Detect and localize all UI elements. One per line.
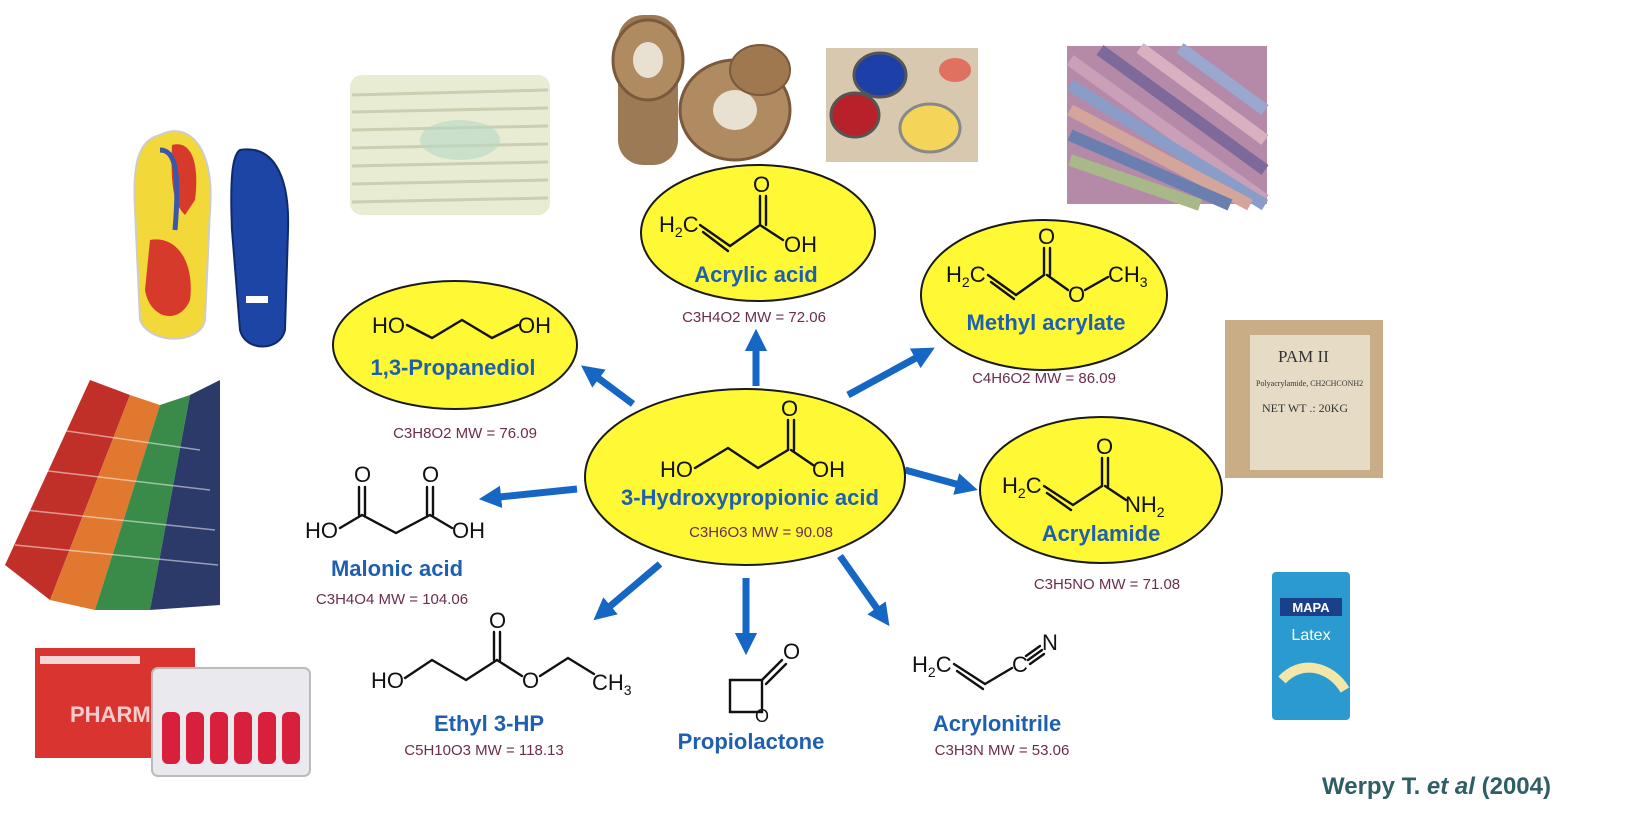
pam-bag-formula: Polyacrylamide, CH2CHCONH2 bbox=[1256, 379, 1363, 388]
arrow-to-malonic-acid bbox=[478, 485, 578, 508]
svg-text:C: C bbox=[1012, 652, 1028, 677]
svg-text:HO: HO bbox=[305, 518, 338, 543]
malonic-acid-mw: C3H4O4 MW = 104.06 bbox=[316, 591, 468, 608]
propiolactone-name: Propiolactone bbox=[678, 729, 825, 754]
arrow-to-acrylonitrile bbox=[837, 553, 890, 627]
center-name: 3-Hydroxypropionic acid bbox=[621, 485, 879, 510]
latex-box-label: Latex bbox=[1291, 627, 1330, 644]
svg-text:H2C: H2C bbox=[912, 652, 952, 680]
svg-text:OH: OH bbox=[784, 232, 817, 257]
acrylamide-ellipse bbox=[979, 416, 1223, 564]
paint-cans-image bbox=[826, 48, 978, 162]
acrylic-acid-name: Acrylic acid bbox=[694, 262, 818, 287]
tape-rolls-image bbox=[611, 15, 792, 165]
svg-text:O: O bbox=[753, 172, 770, 197]
acrylamide-mw: C3H5NO MW = 71.08 bbox=[1034, 576, 1180, 593]
svg-text:OH: OH bbox=[812, 457, 845, 482]
latex-box-brand: MAPA bbox=[1292, 600, 1330, 615]
citation: Werpy T. et al (2004) bbox=[1322, 773, 1551, 801]
svg-text:O: O bbox=[422, 462, 439, 487]
citation-etal: et al bbox=[1426, 773, 1475, 800]
svg-text:HO: HO bbox=[372, 313, 405, 338]
acrylonitrile-mw: C3H3N MW = 53.06 bbox=[935, 742, 1070, 759]
propanediol-name: 1,3-Propanediol bbox=[370, 355, 535, 380]
ethyl-3hp-mw: C5H10O3 MW = 118.13 bbox=[404, 742, 563, 759]
svg-text:CH3: CH3 bbox=[592, 670, 632, 698]
arrow-to-propanediol bbox=[581, 365, 636, 407]
center-mw: C3H6O3 MW = 90.08 bbox=[689, 524, 833, 541]
ampoules-image: PHARM bbox=[35, 648, 311, 777]
center-structure: HO O OH bbox=[660, 396, 845, 482]
acrylic-acid-mw: C3H4O2 MW = 72.06 bbox=[682, 309, 826, 326]
svg-text:O: O bbox=[781, 396, 798, 421]
propanediol-ellipse bbox=[332, 280, 578, 410]
latex-gloves-box-image: MAPA Latex bbox=[1272, 572, 1350, 720]
methyl-acrylate-name: Methyl acrylate bbox=[967, 310, 1126, 335]
acrylamide-structure: H2C O NH2 bbox=[1002, 434, 1165, 520]
svg-text:O: O bbox=[489, 608, 506, 633]
ampoule-box-watermark: PHARM bbox=[70, 702, 151, 727]
svg-text:O: O bbox=[755, 706, 769, 726]
acrylic-acid-ellipse bbox=[640, 164, 876, 302]
reaction-arrows bbox=[478, 328, 978, 656]
arrow-to-acrylamide bbox=[904, 466, 978, 495]
svg-text:H2C: H2C bbox=[1002, 473, 1042, 501]
acrylonitrile-name: Acrylonitrile bbox=[933, 711, 1061, 736]
svg-text:H2C: H2C bbox=[659, 212, 699, 240]
svg-text:O: O bbox=[783, 639, 800, 664]
arrow-to-ethyl-3hp bbox=[593, 561, 663, 621]
carpet-swatches-image bbox=[5, 380, 220, 610]
propanediol-mw: C3H8O2 MW = 76.09 bbox=[393, 425, 537, 442]
acrylamide-name: Acrylamide bbox=[1042, 521, 1161, 546]
svg-text:OH: OH bbox=[452, 518, 485, 543]
acrylic-acid-structure: H2C O OH bbox=[659, 172, 817, 257]
malonic-acid-name: Malonic acid bbox=[331, 556, 463, 581]
ethyl-3hp-name: Ethyl 3-HP bbox=[434, 711, 544, 736]
leather-swatches-image bbox=[1066, 43, 1269, 211]
acrylonitrile-structure: H2C C N bbox=[912, 630, 1058, 691]
svg-text:HO: HO bbox=[660, 457, 693, 482]
propiolactone-structure: O O bbox=[728, 639, 800, 726]
methyl-acrylate-mw: C4H6O2 MW = 86.09 bbox=[972, 370, 1116, 387]
malonic-acid-structure: HO O O OH bbox=[305, 462, 485, 543]
center-ellipse bbox=[584, 388, 906, 566]
diapers-image bbox=[350, 75, 550, 215]
svg-text:O: O bbox=[1038, 224, 1055, 249]
propanediol-structure: HO OH bbox=[372, 313, 551, 340]
methyl-acrylate-ellipse bbox=[920, 219, 1168, 371]
ethyl-3hp-structure: HO O O CH3 bbox=[371, 608, 632, 698]
svg-text:O: O bbox=[354, 462, 371, 487]
insoles-image bbox=[133, 130, 290, 348]
pam-bag-title: PAM II bbox=[1278, 347, 1329, 366]
citation-author: Werpy T. bbox=[1322, 773, 1427, 800]
arrow-to-methyl-acrylate bbox=[846, 347, 935, 399]
svg-text:O: O bbox=[522, 668, 539, 693]
citation-year: (2004) bbox=[1474, 773, 1551, 800]
svg-text:O: O bbox=[1096, 434, 1113, 459]
pam-bag-weight: NET WT .: 20KG bbox=[1262, 401, 1348, 415]
svg-text:HO: HO bbox=[371, 668, 404, 693]
svg-text:N: N bbox=[1042, 630, 1058, 655]
svg-text:OH: OH bbox=[518, 313, 551, 338]
svg-text:O: O bbox=[1068, 282, 1085, 307]
pam-bag-image: PAM II Polyacrylamide, CH2CHCONH2 NET WT… bbox=[1225, 320, 1383, 478]
